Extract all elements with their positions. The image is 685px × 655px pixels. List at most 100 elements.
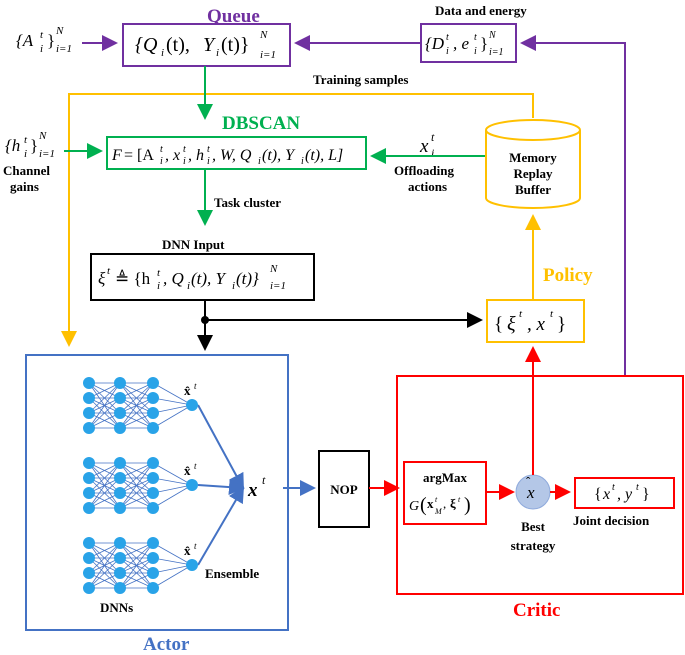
- svg-text:t: t: [519, 308, 523, 320]
- dnn-edge: [119, 492, 154, 509]
- svg-text:{: {: [594, 486, 602, 503]
- dnn-output-label: x̂: [184, 543, 191, 558]
- svg-text:t: t: [435, 495, 438, 504]
- svg-text:): ): [464, 494, 471, 516]
- argmax-formula: G ( x t M , ξ t ): [409, 494, 471, 516]
- svg-text:{A: {A: [16, 31, 34, 50]
- dnn-node: [147, 502, 159, 514]
- a-input-formula: {A t i } N i=1: [16, 25, 72, 55]
- memory-replay-buffer: [485, 119, 581, 209]
- svg-text:i: i: [40, 43, 43, 55]
- svg-text:t: t: [262, 473, 266, 487]
- svg-text:i: i: [474, 46, 477, 57]
- dnn-edge: [152, 542, 193, 566]
- dnn-node: [114, 457, 126, 469]
- svg-text:, x: , x: [527, 314, 546, 335]
- dnn-node: [147, 422, 159, 434]
- svg-text:}: }: [480, 34, 488, 53]
- dnn-edge: [152, 557, 193, 566]
- svg-text:ˆ: ˆ: [526, 474, 531, 489]
- nop-box: [318, 450, 370, 528]
- dnn-node: [83, 487, 95, 499]
- svg-text:t: t: [107, 265, 111, 277]
- policy-formula: { ξ t , x t }: [494, 308, 566, 335]
- dnn-node: [147, 567, 159, 579]
- svg-text:i: i: [431, 146, 434, 160]
- dnn-node: [147, 407, 159, 419]
- dnn-node: [114, 567, 126, 579]
- svg-text:t: t: [636, 482, 639, 493]
- dnn-node: [114, 377, 126, 389]
- dnn-node: [83, 422, 95, 434]
- dnn-edge: [119, 542, 154, 559]
- offloading-label-2: actions: [408, 179, 447, 194]
- policy-box: [486, 299, 585, 343]
- dnn-edge: [119, 462, 154, 479]
- best-label-2: strategy: [511, 538, 556, 553]
- dnn-node: [147, 392, 159, 404]
- svg-text:G: G: [409, 499, 419, 514]
- dnn-output-node: [186, 479, 198, 491]
- svg-text:, W, Q: , W, Q: [212, 147, 252, 164]
- dnn-node: [83, 377, 95, 389]
- ensemble-output-formula: x t: [247, 473, 266, 501]
- svg-text:i=1: i=1: [39, 148, 55, 160]
- dnn-node: [83, 537, 95, 549]
- queue-title: Queue: [207, 6, 260, 27]
- dnn-edge: [88, 542, 121, 574]
- dnn-edge: [152, 477, 193, 486]
- dnn-node: [147, 472, 159, 484]
- dnn-node: [114, 487, 126, 499]
- queue-formula: {Q i (t), Y i (t)} N i=1: [135, 29, 276, 61]
- svg-text:x: x: [247, 480, 258, 501]
- svg-text:i: i: [232, 280, 235, 292]
- dnn-to-ensemble-arrow: [197, 404, 244, 490]
- svg-text:, e: , e: [453, 34, 470, 53]
- svg-text:i=1: i=1: [270, 280, 286, 292]
- channel-gains-label-1: Channel: [3, 163, 50, 178]
- svg-text:,: ,: [443, 496, 446, 511]
- data-energy-box: [420, 23, 517, 63]
- svg-text:i: i: [446, 46, 449, 57]
- dnn-edge: [152, 397, 193, 406]
- data-energy-formula: {D t i , e t i } N i=1: [425, 30, 504, 58]
- svg-text:(t),: (t),: [166, 34, 190, 56]
- svg-text:F: F: [111, 147, 122, 164]
- queue-box: [122, 23, 291, 67]
- dnn-node: [114, 407, 126, 419]
- arrow-joint-to-data: [520, 35, 626, 478]
- dnn-edge: [88, 382, 121, 429]
- svg-text:}: }: [47, 31, 55, 50]
- joint-decision-formula: { x t , y t }: [594, 482, 650, 503]
- svg-text:t: t: [458, 495, 461, 504]
- dnn-edge: [119, 572, 154, 589]
- dnn-edge: [119, 397, 154, 429]
- svg-text:i=1: i=1: [260, 49, 276, 61]
- dnn-node: [114, 472, 126, 484]
- svg-text:= [A: = [A: [124, 147, 154, 164]
- dnn-output-node: [186, 399, 198, 411]
- best-strategy-formula: x ˆ: [526, 474, 535, 502]
- svg-text:t: t: [207, 144, 210, 155]
- svg-text:x: x: [419, 136, 429, 157]
- dnn-node: [147, 377, 159, 389]
- svg-text:t: t: [40, 29, 44, 41]
- svg-text:≜ {h: ≜ {h: [115, 269, 151, 288]
- dnn-edge: [119, 382, 154, 414]
- dnn-node: [147, 537, 159, 549]
- dnn-edge: [152, 484, 193, 494]
- dnn-edge: [119, 462, 154, 494]
- svg-text:t: t: [550, 308, 554, 320]
- dnn-node: [83, 392, 95, 404]
- task-cluster-label: Task cluster: [214, 195, 281, 210]
- dnn-edge: [152, 564, 193, 589]
- training-samples-label: Training samples: [313, 72, 408, 87]
- data-energy-label: Data and energy: [435, 3, 527, 18]
- dnn-node: [83, 502, 95, 514]
- dnn-output-node: [186, 559, 198, 571]
- dnn-edge: [119, 382, 154, 399]
- svg-text:i: i: [157, 280, 160, 292]
- dbscan-label: DBSCAN: [222, 113, 300, 134]
- svg-text:i: i: [187, 280, 190, 292]
- dnn-output-label: x̂: [184, 383, 191, 398]
